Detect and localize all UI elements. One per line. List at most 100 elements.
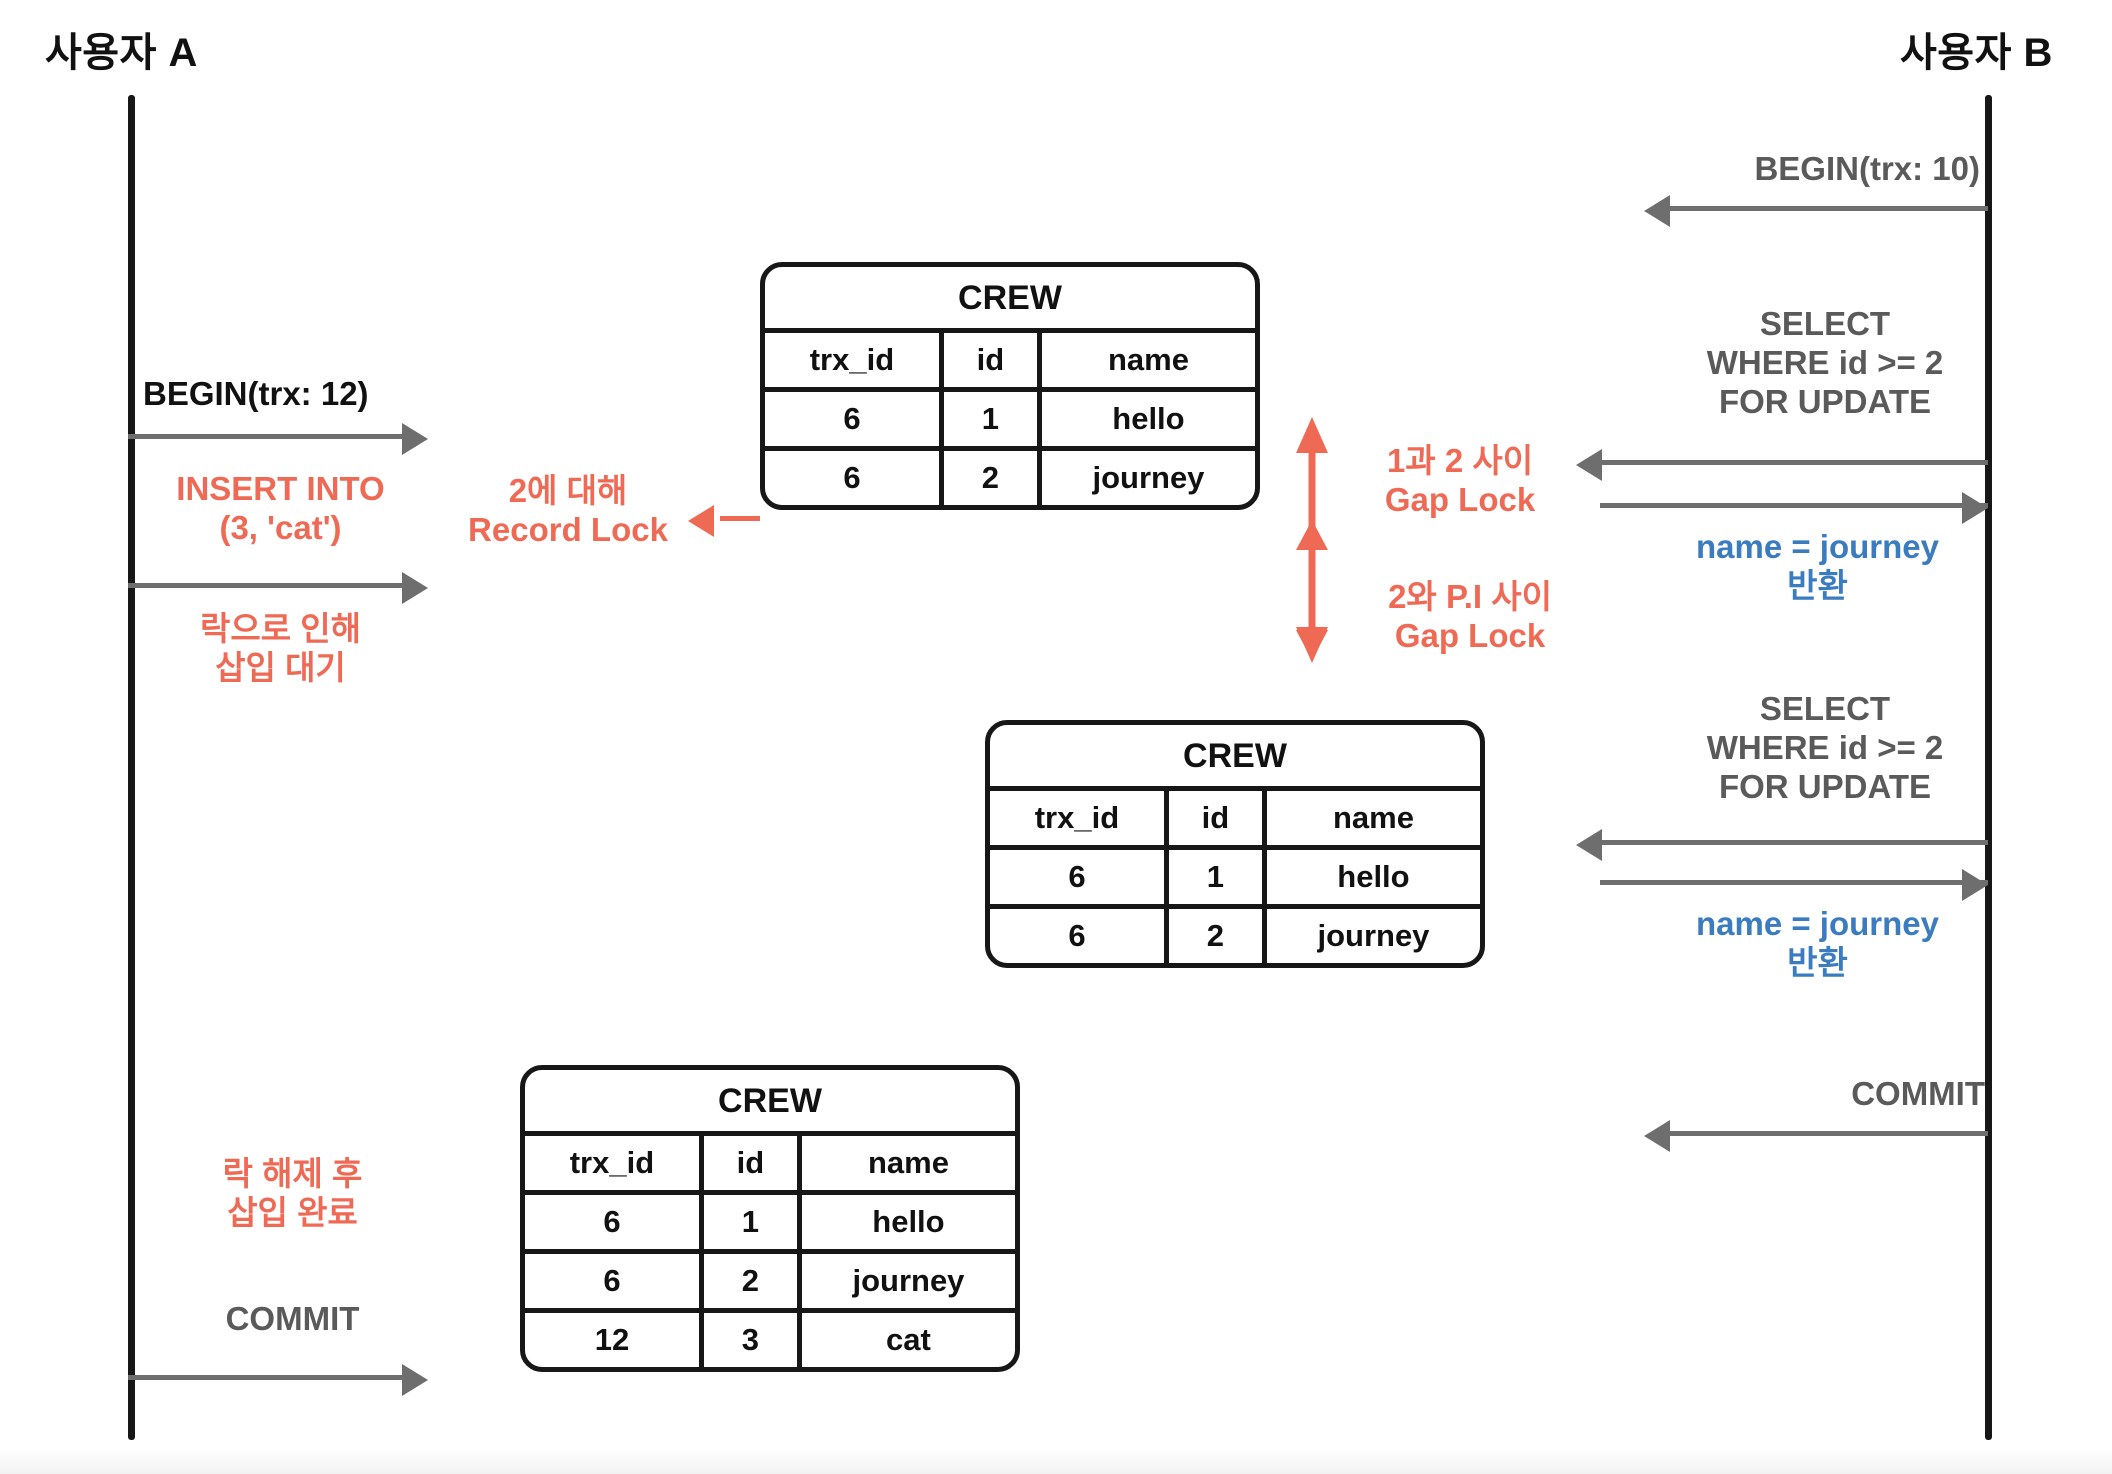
cell-id: 2 bbox=[701, 1251, 802, 1313]
b-return-1-line-2: 반환 bbox=[1787, 566, 1848, 604]
crew-table-1-title: CREW bbox=[765, 267, 1255, 333]
message-label-a-insert-done: 락 해제 후 삽입 완료 bbox=[160, 1155, 425, 1233]
arrowhead-left-record-lock bbox=[688, 505, 714, 537]
b-select-2-line-3: FOR UPDATE bbox=[1718, 767, 1932, 805]
message-label-b-commit: COMMIT bbox=[1851, 1075, 1985, 1112]
crew-table-1: CREW trx_id id name 6 1 hello 6 2 journe… bbox=[760, 262, 1260, 510]
crew-table-3-grid: trx_id id name 6 1 hello 6 2 journey 12 … bbox=[525, 1136, 1015, 1367]
column-header-trx-id: trx_id bbox=[990, 791, 1169, 850]
arrow-b-begin bbox=[1668, 206, 1988, 211]
table-row: 6 2 journey bbox=[765, 448, 1255, 505]
cell-trx-id: 6 bbox=[990, 847, 1169, 909]
cell-id: 2 bbox=[941, 448, 1042, 505]
gap-lock-double-arrow-2 bbox=[1296, 520, 1328, 660]
message-label-a-begin: BEGIN(trx: 12) bbox=[143, 375, 369, 412]
arrowhead-left-b-commit bbox=[1644, 1120, 1670, 1152]
annotation-gap-lock-1: 1과 2 사이 Gap Lock bbox=[1345, 442, 1575, 520]
b-select-1-line-2: WHERE id >= 2 bbox=[1706, 343, 1944, 381]
cell-trx-id: 6 bbox=[525, 1192, 704, 1254]
message-label-a-insert: INSERT INTO (3, 'cat') bbox=[148, 470, 413, 548]
arrowhead-right-a-commit bbox=[402, 1364, 428, 1396]
cell-name: cat bbox=[886, 1322, 931, 1357]
crew-table-1-grid: trx_id id name 6 1 hello 6 2 journey bbox=[765, 333, 1255, 505]
column-header-name: name bbox=[1039, 333, 1255, 392]
arrowhead-right-a-begin bbox=[402, 423, 428, 455]
arrow-a-insert bbox=[128, 583, 408, 588]
a-wait-line-1: 락으로 인해 bbox=[200, 610, 361, 647]
arrowhead-left-b-select-1 bbox=[1576, 449, 1602, 481]
b-select-2-line-2: WHERE id >= 2 bbox=[1706, 728, 1944, 766]
cell-name: hello bbox=[1039, 389, 1255, 451]
crew-table-2: CREW trx_id id name 6 1 hello 6 2 journe… bbox=[985, 720, 1485, 968]
annotation-record-lock: 2에 대해 Record Lock bbox=[448, 472, 688, 550]
arrowhead-left-b-begin bbox=[1644, 195, 1670, 227]
table-row: 6 1 hello bbox=[525, 1192, 1015, 1254]
arrow-a-commit bbox=[128, 1375, 408, 1380]
a-wait-line-2: 삽입 대기 bbox=[215, 648, 346, 686]
bottom-fade-divider bbox=[0, 1448, 2112, 1474]
b-return-2-line-1: name = journey bbox=[1695, 905, 1939, 942]
cell-id: 1 bbox=[701, 1192, 802, 1254]
table-header-row: trx_id id name bbox=[525, 1136, 1015, 1195]
record-lock-line-2: Record Lock bbox=[468, 510, 668, 548]
table-row: 6 1 hello bbox=[990, 847, 1480, 909]
cell-name: journey bbox=[799, 1251, 1015, 1313]
table-row: 6 2 journey bbox=[990, 906, 1480, 963]
arrowhead-right-b-return-2 bbox=[1962, 869, 1988, 901]
lifeline-user-a bbox=[128, 95, 135, 1440]
message-label-a-wait: 락으로 인해 삽입 대기 bbox=[148, 610, 413, 688]
a-done-line-2: 삽입 완료 bbox=[227, 1193, 358, 1231]
column-header-id: id bbox=[1166, 791, 1267, 850]
table-row: 12 3 cat bbox=[525, 1310, 1015, 1367]
lifeline-label-user-b: 사용자 B bbox=[1900, 31, 2053, 75]
message-label-b-return-1: name = journey 반환 bbox=[1645, 528, 1990, 606]
message-label-b-return-2: name = journey 반환 bbox=[1645, 905, 1990, 983]
table-header-row: trx_id id name bbox=[765, 333, 1255, 392]
table-header-row: trx_id id name bbox=[990, 791, 1480, 850]
lifeline-label-user-a: 사용자 A bbox=[45, 31, 198, 75]
a-insert-line-2: (3, 'cat') bbox=[219, 508, 342, 546]
a-done-line-1: 락 해제 후 bbox=[222, 1155, 363, 1192]
arrowhead-right-a-insert bbox=[402, 572, 428, 604]
cell-trx-id: 12 bbox=[525, 1310, 704, 1367]
column-header-id: id bbox=[941, 333, 1042, 392]
arrow-b-commit bbox=[1668, 1131, 1988, 1136]
b-select-1-line-1: SELECT bbox=[1759, 305, 1891, 342]
cell-name: journey bbox=[1092, 460, 1205, 495]
b-select-2-line-1: SELECT bbox=[1759, 690, 1891, 727]
cell-name: journey bbox=[1317, 918, 1430, 953]
b-select-1-line-3: FOR UPDATE bbox=[1718, 382, 1932, 420]
crew-table-3-title: CREW bbox=[525, 1070, 1015, 1136]
cell-trx-id: 6 bbox=[990, 906, 1169, 963]
column-header-trx-id: trx_id bbox=[765, 333, 944, 392]
arrow-b-select-1 bbox=[1600, 460, 1988, 465]
gap-lock-1-line-2: Gap Lock bbox=[1384, 480, 1536, 518]
crew-table-2-grid: trx_id id name 6 1 hello 6 2 journey bbox=[990, 791, 1480, 963]
gap-lock-1-line-1: 1과 2 사이 bbox=[1386, 442, 1534, 479]
arrowhead-left-b-select-2 bbox=[1576, 829, 1602, 861]
arrow-b-return-2 bbox=[1600, 880, 1988, 885]
table-row: 6 2 journey bbox=[525, 1251, 1015, 1313]
annotation-gap-lock-2: 2와 P.I 사이 Gap Lock bbox=[1345, 578, 1595, 656]
column-header-name: name bbox=[1264, 791, 1480, 850]
arrow-b-select-2 bbox=[1600, 840, 1988, 845]
gap-lock-2-line-2: Gap Lock bbox=[1394, 616, 1546, 654]
message-label-b-begin: BEGIN(trx: 10) bbox=[1754, 150, 1980, 187]
message-label-b-select-2: SELECT WHERE id >= 2 FOR UPDATE bbox=[1660, 690, 1990, 807]
cell-id: 1 bbox=[1166, 847, 1267, 909]
cell-trx-id: 6 bbox=[765, 389, 944, 451]
cell-id: 1 bbox=[941, 389, 1042, 451]
column-header-name: name bbox=[799, 1136, 1015, 1195]
a-insert-line-1: INSERT INTO bbox=[176, 470, 385, 507]
arrow-record-lock-pointer bbox=[720, 516, 760, 521]
column-header-id: id bbox=[701, 1136, 802, 1195]
b-return-2-line-2: 반환 bbox=[1787, 943, 1848, 981]
message-label-b-select-1: SELECT WHERE id >= 2 FOR UPDATE bbox=[1660, 305, 1990, 422]
cell-name: hello bbox=[799, 1192, 1015, 1254]
crew-table-2-title: CREW bbox=[990, 725, 1480, 791]
arrow-b-return-1 bbox=[1600, 503, 1988, 508]
column-header-trx-id: trx_id bbox=[525, 1136, 704, 1195]
cell-name: hello bbox=[1264, 847, 1480, 909]
gap-lock-2-line-1: 2와 P.I 사이 bbox=[1388, 578, 1552, 615]
